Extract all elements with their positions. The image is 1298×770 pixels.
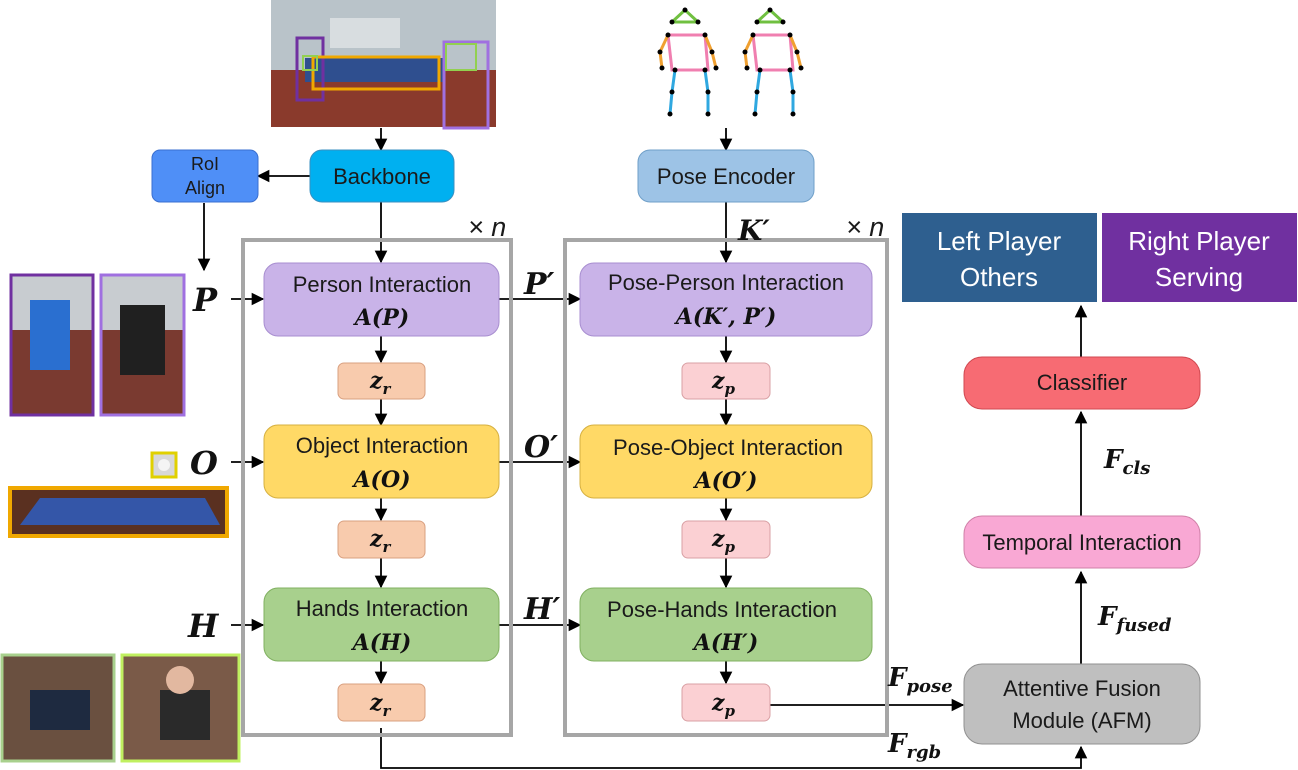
f-rgb-sub: rgb (906, 742, 941, 763)
zr-1-main: z (369, 368, 383, 394)
f-rgb-main: F (887, 729, 908, 759)
pose-encoder-block: Pose Encoder (637, 149, 815, 203)
svg-text:zp: zp (711, 526, 736, 556)
hands-interaction-formula: A(H) (351, 630, 412, 656)
zp-2-sub: p (725, 538, 736, 556)
connectors (197, 128, 1088, 769)
zr-block-1: zr (337, 362, 426, 400)
input-p-label: P (192, 281, 218, 319)
pose-person-interaction-block: Pose-Person Interaction A(K′, P′) (579, 262, 873, 337)
zp-block-3: zp (681, 683, 771, 722)
person-interaction-block: Person Interaction A(P) (263, 262, 500, 337)
h-prime-label: H′ (523, 592, 560, 627)
zp-1-sub: p (725, 380, 736, 398)
afm-label-line1: Attentive Fusion (1003, 676, 1161, 701)
k-prime-label: K′ (737, 214, 770, 247)
zr-2-sub: r (383, 538, 392, 556)
output-right-line1: Right Player (1128, 226, 1270, 256)
roi-align-label-line1: RoI (191, 154, 219, 174)
zr-1-sub: r (383, 380, 392, 398)
pose-object-interaction-title: Pose-Object Interaction (613, 435, 843, 460)
svg-text:zp: zp (711, 368, 736, 398)
classifier-block: Classifier (963, 356, 1201, 410)
svg-text:Fcls: Fcls (1103, 445, 1150, 479)
hands-interaction-block: Hands Interaction A(H) (263, 587, 500, 662)
pose-object-interaction-block: Pose-Object Interaction A(O′) (579, 424, 873, 499)
svg-text:zr: zr (369, 368, 392, 398)
output-right-player: Right Player Serving (1102, 213, 1297, 302)
f-fused-main: F (1097, 602, 1118, 632)
svg-text:zp: zp (711, 690, 736, 720)
output-left-line1: Left Player (937, 226, 1062, 256)
backbone-label: Backbone (333, 164, 431, 189)
svg-text:Ffused: Ffused (1097, 602, 1172, 636)
f-fused-sub: fused (1114, 615, 1171, 636)
f-cls-sub: cls (1122, 458, 1150, 479)
backbone-block: Backbone (309, 149, 455, 203)
temporal-interaction-block: Temporal Interaction (963, 515, 1201, 569)
pose-hands-interaction-formula: A(H′) (692, 630, 758, 656)
object-interaction-title: Object Interaction (296, 433, 468, 458)
repeat-left-label: × n (468, 212, 506, 242)
object-interaction-block: Object Interaction A(O) (263, 424, 500, 499)
pose-encoder-label: Pose Encoder (657, 164, 795, 189)
svg-text:zr: zr (369, 526, 392, 556)
roi-align-label-line2: Align (185, 178, 225, 198)
pose-object-interaction-formula: A(O′) (693, 468, 758, 494)
svg-text:Fpose: Fpose (887, 663, 953, 697)
output-right-line2: Serving (1155, 262, 1243, 292)
object-interaction-formula: A(O) (351, 467, 410, 493)
table-crop (8, 486, 229, 538)
zr-block-2: zr (337, 520, 426, 559)
svg-text:zr: zr (369, 690, 392, 720)
player-crop-left (9, 273, 95, 417)
zp-block-2: zp (681, 520, 771, 559)
zp-1-main: z (711, 368, 725, 394)
pose-skeleton-icon (657, 7, 804, 117)
rgb-branch-frame (241, 238, 513, 737)
pose-person-interaction-title: Pose-Person Interaction (608, 270, 844, 295)
zr-3-sub: r (383, 702, 392, 720)
zp-2-main: z (711, 526, 725, 552)
pose-person-interaction-formula: A(K′, P′) (674, 304, 776, 330)
pose-branch-frame (563, 238, 889, 737)
input-o-label: O (190, 444, 218, 482)
afm-block: Attentive Fusion Module (AFM) (963, 663, 1201, 745)
player-crop-right (99, 273, 186, 417)
zr-2-main: z (369, 526, 383, 552)
zp-block-1: zp (681, 362, 771, 400)
person-interaction-formula: A(P) (353, 305, 409, 331)
classifier-label: Classifier (1037, 370, 1127, 395)
output-left-player: Left Player Others (902, 213, 1097, 302)
zr-3-main: z (369, 690, 383, 716)
ball-crop (150, 451, 178, 479)
f-pose-sub: pose (906, 676, 952, 697)
o-prime-label: O′ (524, 430, 558, 465)
f-pose-main: F (887, 663, 908, 693)
svg-text:Frgb: Frgb (887, 729, 941, 763)
hands-interaction-title: Hands Interaction (296, 596, 468, 621)
f-cls-main: F (1103, 445, 1124, 475)
input-video-frame (271, 0, 496, 130)
input-h-label: H (187, 607, 220, 645)
p-prime-label: P′ (523, 267, 555, 302)
person-interaction-title: Person Interaction (293, 272, 472, 297)
repeat-right-label: × n (846, 212, 884, 242)
afm-label-line2: Module (AFM) (1012, 708, 1151, 733)
roi-align-block: RoI Align (151, 149, 259, 203)
zr-block-3: zr (337, 683, 426, 722)
zp-3-sub: p (725, 702, 736, 720)
temporal-interaction-label: Temporal Interaction (982, 530, 1181, 555)
hands-crop-right (120, 653, 241, 763)
hands-crop-left (0, 653, 116, 763)
pose-hands-interaction-title: Pose-Hands Interaction (607, 597, 837, 622)
pose-hands-interaction-block: Pose-Hands Interaction A(H′) (579, 587, 873, 662)
output-left-line2: Others (960, 262, 1038, 292)
zp-3-main: z (711, 690, 725, 716)
